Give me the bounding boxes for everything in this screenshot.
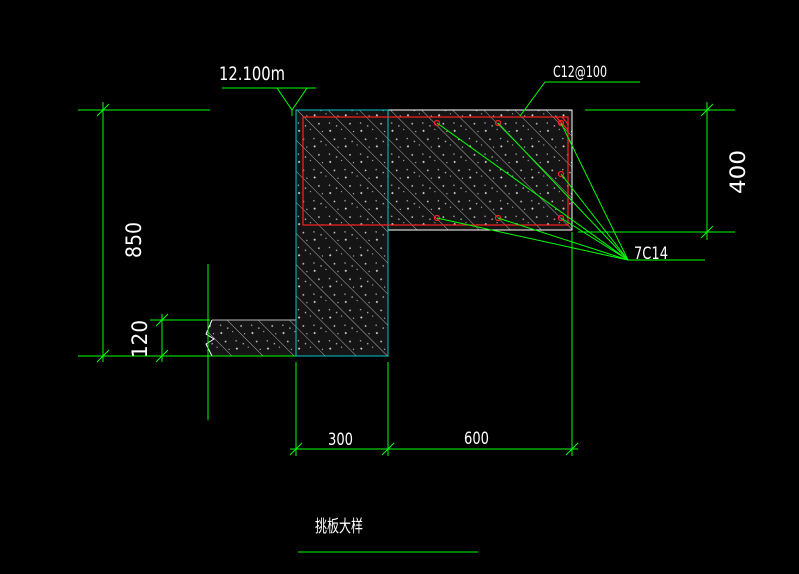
rebar-dot — [494, 214, 502, 222]
dim-cantilever-width: 600 — [464, 429, 489, 449]
rebar-dot — [557, 119, 565, 127]
wall-outline — [295, 109, 389, 357]
bundle-rebar-label: 7C14 — [634, 244, 668, 264]
dim-total-height: 850 — [122, 222, 146, 258]
top-rebar-label: C12@100 — [553, 62, 607, 81]
dim-beam-depth: 400 — [726, 150, 750, 194]
beam-and-cantilever-fill — [295, 109, 573, 357]
rebar-dot — [494, 119, 502, 127]
rebar-dot — [557, 170, 565, 178]
elevation-label: 12.100m — [219, 63, 285, 85]
dimension-lines — [78, 87, 735, 553]
stirrup-outline — [302, 116, 569, 226]
drawing-title: 挑板大样 — [315, 517, 363, 537]
rebar-dot — [433, 214, 441, 222]
slab-fill — [206, 320, 296, 356]
rebar-cage — [302, 116, 569, 226]
rebar-dot — [557, 214, 565, 222]
rebar-dot — [433, 119, 441, 127]
leader-lines — [436, 81, 705, 261]
dim-wall-width: 300 — [328, 430, 353, 450]
concrete-section — [205, 109, 573, 357]
dim-slab-thickness: 120 — [128, 320, 152, 358]
